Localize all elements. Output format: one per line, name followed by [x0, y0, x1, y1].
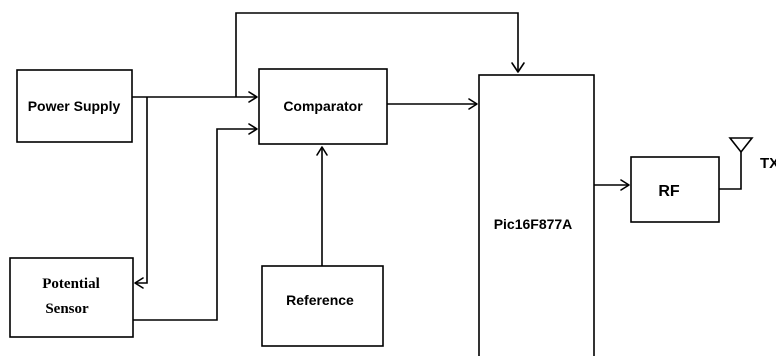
- pic-to-rf-arrowhead: [620, 179, 630, 191]
- pic-block: Pic16F877A: [478, 74, 595, 356]
- antenna-icon: [728, 137, 754, 154]
- potential-sensor-label-line2: Sensor: [45, 301, 89, 317]
- rf-block: RF: [630, 156, 720, 223]
- rf-to-antenna-wire: [719, 152, 742, 190]
- power-to-pic-wire: [235, 12, 519, 97]
- power-to-comparator-arrowhead: [248, 91, 258, 103]
- power-supply-label: Power Supply: [28, 98, 121, 114]
- power-to-sensor-arrowhead: [134, 277, 144, 289]
- power-to-pic-arrowhead: [511, 62, 525, 73]
- pic-label: Pic16F877A: [494, 216, 573, 232]
- potential-sensor-block: Potential Sensor: [9, 257, 134, 338]
- power-to-sensor-wire: [135, 97, 148, 284]
- sensor-to-comparator-arrowhead: [248, 123, 258, 135]
- comparator-to-pic-arrowhead: [468, 98, 478, 110]
- sensor-to-comparator-wire: [133, 128, 257, 321]
- reference-block: Reference: [261, 265, 384, 347]
- power-supply-block: Power Supply: [16, 69, 133, 143]
- potential-sensor-label-line1: Potential: [42, 276, 100, 292]
- reference-to-comparator-arrowhead: [316, 146, 328, 156]
- comparator-block: Comparator: [258, 68, 388, 145]
- comparator-label: Comparator: [283, 98, 363, 114]
- reference-label: Reference: [286, 292, 354, 308]
- tx-label: TX: [760, 155, 776, 172]
- rf-label: RF: [658, 183, 680, 200]
